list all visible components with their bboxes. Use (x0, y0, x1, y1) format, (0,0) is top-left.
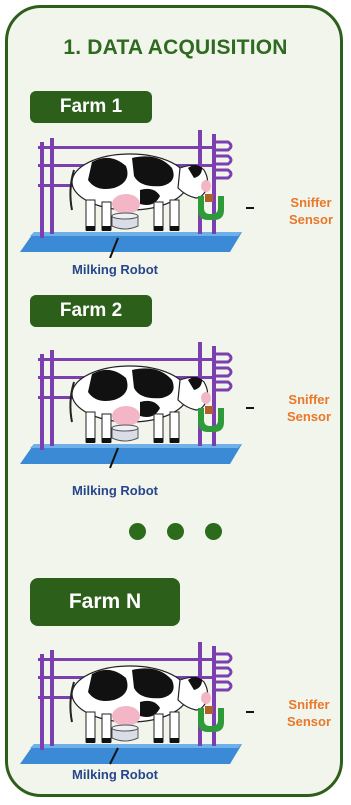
sensor-label-line2: Sensor (286, 714, 332, 729)
ellipsis-dot (167, 523, 184, 540)
farm-n-label: Farm N (30, 578, 180, 626)
farm-n-label-text: Farm N (68, 590, 142, 613)
sensor-label-line1: Sniffer (290, 195, 332, 210)
farm-2-label-text: Farm 2 (59, 300, 123, 321)
ellipsis-dot (205, 523, 222, 540)
sensor-label-line1: Sniffer (288, 392, 330, 407)
farm-2-sniffer-sensor-label: Sniffer Sensor (274, 391, 344, 425)
farm-n-sniffer-sensor-label: Sniffer Sensor (274, 696, 344, 730)
farm-2-milking-robot-label: Milking Robot (72, 483, 158, 498)
farm-n-milking-robot-label: Milking Robot (72, 767, 158, 782)
farm-1-milking-robot-label: Milking Robot (72, 262, 158, 277)
farm-1-sniffer-sensor-label: Sniffer Sensor (276, 194, 346, 228)
farm-2-stall-illustration (18, 340, 254, 469)
farm-n-stall-illustration (18, 640, 254, 766)
sensor-label-line2: Sensor (286, 409, 332, 424)
farm-1-stall-illustration (18, 128, 254, 258)
sensor-label-line2: Sensor (288, 212, 334, 227)
more-farms-ellipsis (0, 523, 351, 540)
sensor-label-line1: Sniffer (288, 697, 330, 712)
farm-2-label: Farm 2 (30, 295, 152, 327)
farm-1-label: Farm 1 (30, 91, 152, 123)
farm-1-label-text: Farm 1 (59, 96, 123, 117)
ellipsis-dot (129, 523, 146, 540)
section-title: 1. DATA ACQUISITION (63, 36, 288, 59)
